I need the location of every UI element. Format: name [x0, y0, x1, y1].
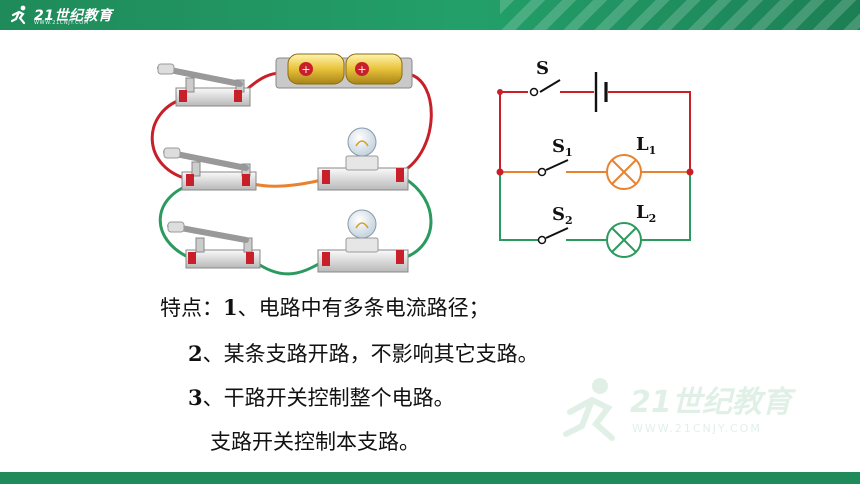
feature-prefix: 特点：: [160, 296, 223, 320]
feature-num-1: 1: [223, 295, 238, 320]
header-bar: 21世纪教育 WWW.21CNJY.COM: [0, 0, 860, 30]
feature-text-4: 支路开关控制本支路。: [210, 430, 420, 454]
battery-pack: + +: [275, 53, 413, 89]
feature-text-2: 、某条支路开路，不影响其它支路。: [202, 342, 539, 366]
brand-name: 21世纪教育: [34, 8, 113, 24]
brand-url: WWW.21CNJY.COM: [34, 20, 89, 26]
wire-green-left: [158, 182, 193, 260]
wire-green-bottom: [249, 256, 323, 276]
label-L2: L2: [636, 202, 656, 225]
feature-num-3: 3: [188, 385, 203, 410]
watermark-logo: 21世纪教育 WWW.21CNJY.COM: [560, 372, 830, 442]
label-S2: S2: [552, 204, 573, 227]
label-S: S: [536, 58, 549, 79]
wire-red-left: [150, 96, 193, 182]
bulb-holder-2: [317, 209, 409, 273]
knife-switch-branch1: [163, 147, 257, 191]
feature-line-1: 特点：1、电路中有多条电流路径；: [160, 292, 490, 322]
watermark-url: WWW.21CNJY.COM: [632, 422, 762, 435]
footer-bar: [0, 472, 860, 484]
knife-switch-main: [157, 63, 251, 107]
brand-logo: 21世纪教育 WWW.21CNJY.COM: [10, 3, 112, 27]
knife-switch-branch2: [167, 221, 261, 269]
circuit-schematic: [496, 72, 694, 258]
feature-line-4: 支路开关控制本支路。: [210, 426, 420, 456]
feature-line-2: 2、某条支路开路，不影响其它支路。: [188, 338, 539, 368]
feature-num-2: 2: [188, 341, 203, 366]
runner-icon: [10, 5, 26, 25]
watermark-brand: 21世纪教育: [630, 385, 797, 420]
bulb-holder-1: [317, 127, 409, 191]
feature-text-3: 、干路开关控制整个电路。: [202, 386, 455, 410]
wire-green-right: [403, 176, 433, 260]
svg-text:+: +: [301, 63, 310, 76]
header-stripes: [500, 0, 860, 30]
feature-line-3: 3、干路开关控制整个电路。: [188, 382, 455, 412]
feature-text-1: 、电路中有多条电流路径；: [237, 296, 490, 320]
label-L1: L1: [636, 134, 656, 157]
label-S1: S1: [552, 136, 573, 159]
wire-orange: [245, 178, 323, 188]
wire-red-right: [401, 72, 433, 174]
svg-text:+: +: [357, 63, 366, 76]
